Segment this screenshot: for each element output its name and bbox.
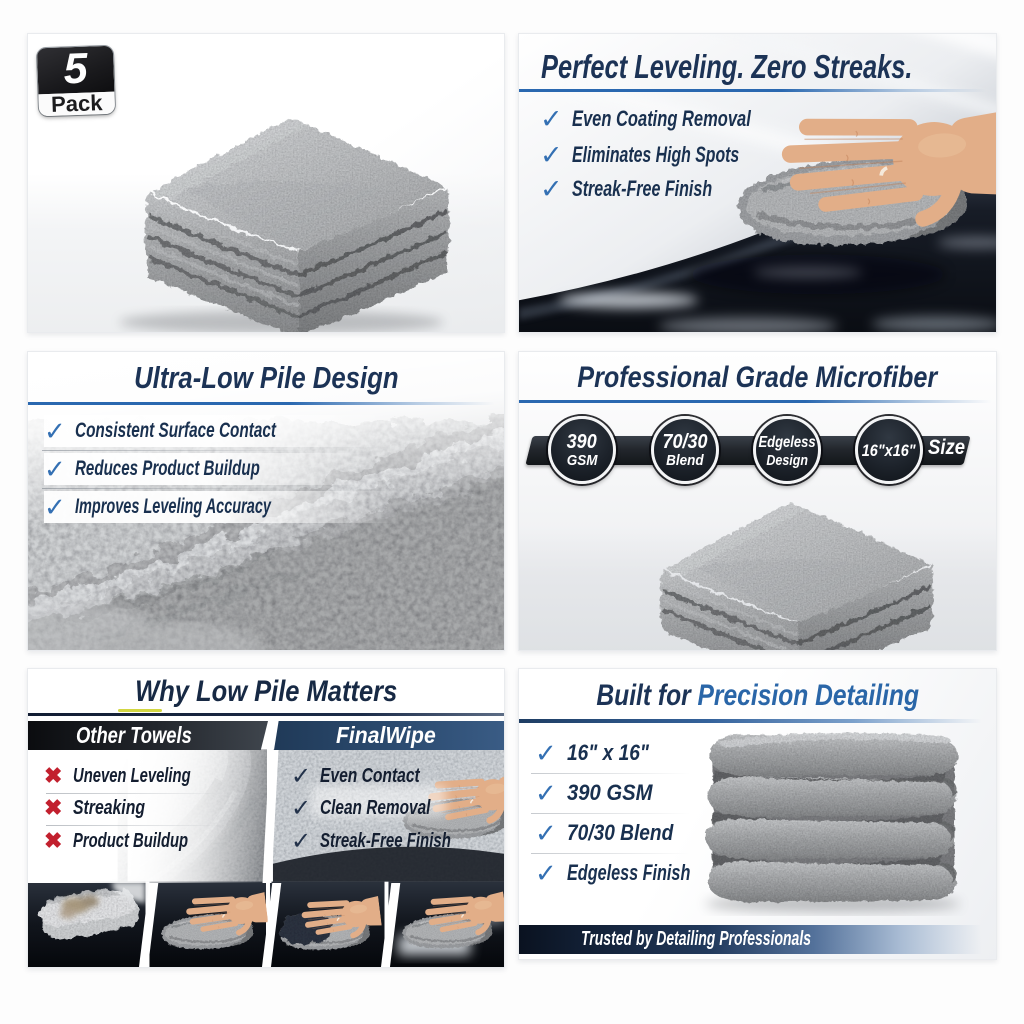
row-separator	[42, 488, 314, 489]
check-icon: ✓	[535, 857, 557, 888]
spec-badge-gsm: 390 GSM	[548, 416, 616, 484]
con-item: ✖ Product Buildup	[44, 828, 189, 853]
towel-stack-photo	[28, 34, 504, 332]
panel-low-pile: Ultra-Low Pile Design ✓ Consistent Surfa…	[27, 351, 505, 651]
check-icon: ✓	[291, 762, 312, 790]
panel-title: Ultra-Low Pile Design	[133, 360, 399, 395]
row-separator	[531, 813, 699, 814]
check-icon: ✓	[535, 777, 557, 808]
title-underline	[519, 89, 996, 92]
check-icon: ✓	[291, 794, 312, 822]
check-icon: ✓	[44, 415, 66, 446]
spec-item: ✓ 16" x 16"	[535, 737, 649, 768]
panel-pack-hero: 5 Pack	[27, 33, 505, 333]
check-icon: ✓	[291, 827, 312, 855]
panel-precision: Built for Precision Detailing ✓ 16" x 16…	[518, 668, 997, 960]
panel-title: Built for Precision Detailing	[596, 679, 919, 712]
cross-icon: ✖	[44, 763, 63, 788]
check-icon: ✓	[540, 139, 563, 170]
check-icon: ✓	[540, 173, 563, 204]
benefit-item: ✓ Improves Leveling Accuracy	[44, 491, 399, 523]
title-underline	[519, 719, 996, 723]
spec-badge-edgeless: Edgeless Design	[753, 416, 821, 484]
spec-badge-size: 16"x16"	[855, 416, 923, 484]
panel-comparison: Why Low Pile Matters Other Towels FinalW…	[27, 668, 505, 968]
title-accent: Precision Detailing	[697, 679, 919, 712]
row-separator	[46, 825, 241, 826]
benefit-item: ✓ Streak-Free Finish	[540, 173, 712, 204]
con-item: ✖ Uneven Leveling	[44, 763, 192, 788]
row-separator	[46, 793, 241, 794]
title-accent-dash	[118, 709, 162, 712]
column-header-other: Other Towels	[28, 721, 268, 750]
spec-item: ✓ 70/30 Blend	[535, 817, 674, 848]
pro-item: ✓ Even Contact	[291, 762, 420, 790]
title-underline	[519, 400, 996, 403]
row-separator	[531, 773, 699, 774]
benefit-item: ✓ Reduces Product Buildup	[44, 453, 372, 485]
check-icon: ✓	[44, 453, 66, 484]
con-item: ✖ Streaking	[44, 795, 146, 820]
row-separator	[531, 853, 699, 854]
towel-stack-photo	[519, 352, 996, 650]
trust-bar	[519, 925, 996, 954]
spec-item: ✓ 390 GSM	[535, 777, 653, 808]
check-icon: ✓	[540, 103, 563, 134]
size-label: Size	[928, 436, 965, 459]
spec-badge-blend: 70/30 Blend	[651, 416, 719, 484]
panel-title: Perfect Leveling. Zero Streaks.	[541, 48, 913, 85]
panel-professional-grade: Professional Grade Microfiber 390 GSM 70…	[518, 351, 997, 651]
pack-count-label: Pack	[38, 90, 116, 117]
pro-item: ✓ Clean Removal	[291, 794, 431, 822]
text-glow	[311, 785, 446, 817]
benefit-item: ✓ Eliminates High Spots	[540, 139, 739, 170]
car-hood-wipe-photo	[519, 34, 996, 332]
pack-count-number: 5	[36, 45, 115, 95]
title-underline	[28, 402, 504, 405]
panel-title: Why Low Pile Matters	[134, 675, 398, 708]
panel-title: Professional Grade Microfiber	[577, 361, 938, 394]
row-separator	[42, 450, 337, 451]
check-icon: ✓	[535, 737, 557, 768]
trust-text: Trusted by Detailing Professionals	[581, 928, 812, 950]
cross-icon: ✖	[44, 795, 63, 820]
cross-icon: ✖	[44, 828, 63, 853]
pro-item: ✓ Streak-Free Finish	[291, 827, 451, 855]
spec-item: ✓ Edgeless Finish	[535, 857, 691, 888]
check-icon: ✓	[44, 491, 66, 522]
left-column-bg	[28, 750, 268, 883]
check-icon: ✓	[535, 817, 557, 848]
pack-count-badge: 5 Pack	[36, 45, 116, 117]
title-underline	[28, 713, 504, 716]
benefit-item: ✓ Consistent Surface Contact	[44, 415, 391, 447]
panel-perfect-leveling: Perfect Leveling. Zero Streaks. ✓ Even C…	[518, 33, 997, 333]
column-header-finalwipe: FinalWipe	[274, 721, 504, 750]
benefit-item: ✓ Even Coating Removal	[540, 103, 751, 134]
